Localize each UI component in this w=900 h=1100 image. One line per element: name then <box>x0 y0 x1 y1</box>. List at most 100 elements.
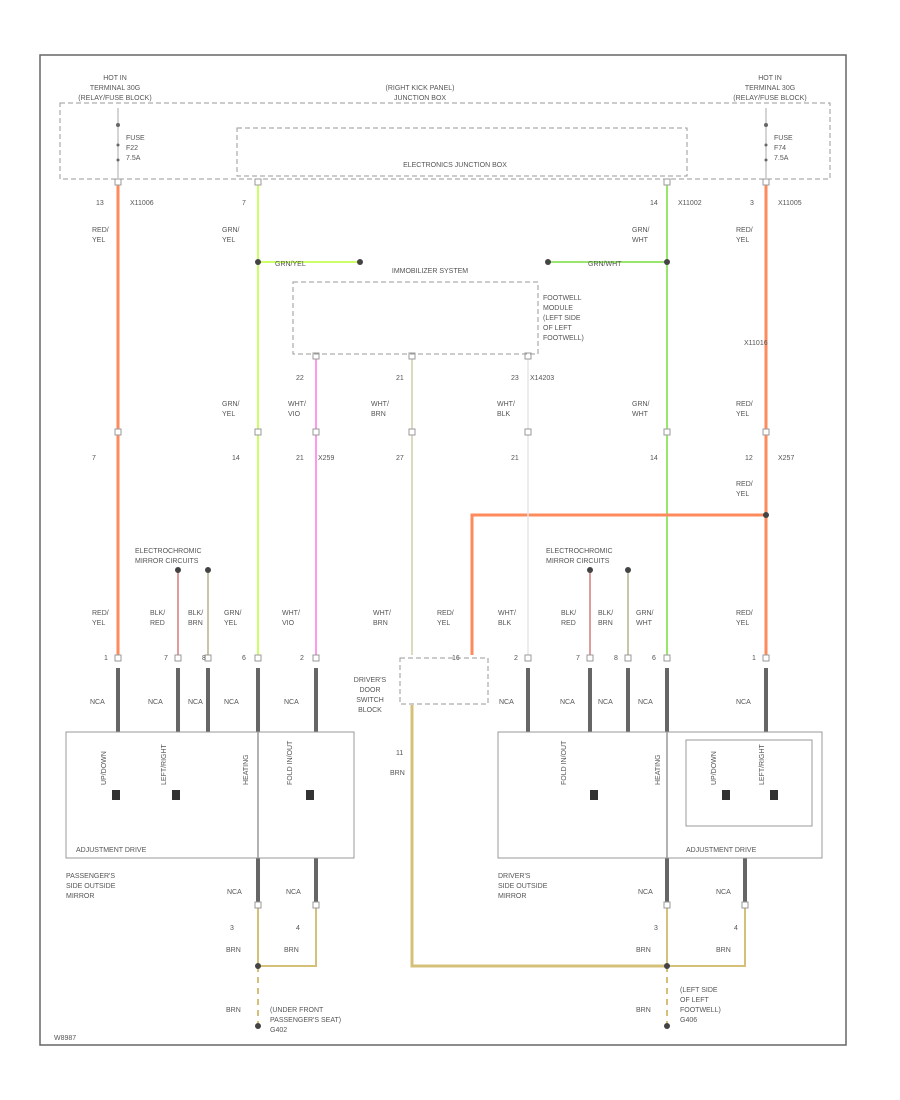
svg-text:3: 3 <box>654 925 658 932</box>
connector-marker <box>254 901 262 909</box>
diagram-frame <box>39 54 847 1046</box>
immobilizer-title: IMMOBILIZER SYSTEM <box>392 268 468 275</box>
svg-text:NCA: NCA <box>90 699 105 706</box>
svg-text:DRIVER'S: DRIVER'S <box>498 873 531 880</box>
svg-text:FOOTWELL): FOOTWELL) <box>543 335 584 342</box>
svg-text:(UNDER FRONT: (UNDER FRONT <box>270 1007 324 1014</box>
svg-text:(LEFT SIDE: (LEFT SIDE <box>543 315 581 322</box>
svg-text:GRN/: GRN/ <box>632 227 650 234</box>
svg-text:2: 2 <box>300 655 304 662</box>
svg-text:F74: F74 <box>774 145 786 152</box>
svg-text:ELECTROCHROMIC: ELECTROCHROMIC <box>546 548 613 555</box>
immo-conn: X14203 <box>530 375 554 382</box>
connector-marker <box>663 901 671 909</box>
ground-pins: 3 4 3 4 BRN BRN BRN BRN BRN BRN <box>226 925 738 1014</box>
svg-text:WHT/: WHT/ <box>288 401 306 408</box>
splice-dot <box>205 567 211 573</box>
connector-marker <box>624 654 632 662</box>
svg-text:YEL: YEL <box>437 620 450 627</box>
svg-text:WHT: WHT <box>632 237 649 244</box>
svg-text:BRN: BRN <box>373 620 388 627</box>
junction-box-label: (RIGHT KICK PANEL) JUNCTION BOX <box>386 85 455 102</box>
svg-text:FOOTWELL): FOOTWELL) <box>680 1007 721 1014</box>
svg-text:BLK/: BLK/ <box>150 610 165 617</box>
svg-text:7: 7 <box>92 455 96 462</box>
svg-text:DRIVER'S: DRIVER'S <box>354 677 387 684</box>
svg-text:GRN/: GRN/ <box>222 227 240 234</box>
svg-text:NCA: NCA <box>284 699 299 706</box>
footer-code: W8987 <box>54 1035 76 1042</box>
splice-dot <box>255 963 261 969</box>
svg-text:(RELAY/FUSE BLOCK): (RELAY/FUSE BLOCK) <box>78 95 151 102</box>
connector-marker <box>762 654 770 662</box>
svg-text:X259: X259 <box>318 455 334 462</box>
svg-text:GRN/: GRN/ <box>632 401 650 408</box>
driver-mirror-label: DRIVER'S SIDE OUTSIDE MIRROR <box>498 873 548 900</box>
pin-7: 7 <box>242 200 246 207</box>
left-motor-labels: UP/DOWN LEFT/RIGHT HEATING FOLD IN/OUT <box>101 740 294 785</box>
mid-wire-labels: GRN/YEL WHT/VIO WHT/BRN WHT/BLK GRN/WHT … <box>222 340 768 418</box>
svg-text:BRN: BRN <box>284 947 299 954</box>
immo-pin-23: 23 <box>511 375 519 382</box>
connector-marker <box>762 428 770 436</box>
svg-text:MODULE: MODULE <box>543 305 573 312</box>
left-fuse: FUSE F22 7.5A <box>116 108 145 178</box>
svg-text:21: 21 <box>511 455 519 462</box>
splice-label-left: GRN/YEL <box>275 261 306 268</box>
svg-text:YEL: YEL <box>736 411 749 418</box>
immo-pin-22: 22 <box>296 375 304 382</box>
svg-text:UP/DOWN: UP/DOWN <box>711 751 718 785</box>
connector-marker <box>174 654 182 662</box>
svg-text:FUSE: FUSE <box>126 135 145 142</box>
wire-brn-right-4 <box>667 905 746 967</box>
svg-text:BLK/: BLK/ <box>598 610 613 617</box>
footwell-module <box>292 281 539 355</box>
connector-marker <box>762 178 770 186</box>
svg-text:RED/: RED/ <box>736 401 753 408</box>
pin-11: 11 <box>396 750 403 757</box>
svg-text:HOT IN: HOT IN <box>103 75 127 82</box>
svg-text:X257: X257 <box>778 455 794 462</box>
svg-text:LEFT/RIGHT: LEFT/RIGHT <box>759 743 766 785</box>
svg-text:NCA: NCA <box>638 889 653 896</box>
passenger-mirror-adjustment-drive <box>65 731 355 859</box>
ground-point-g406 <box>664 1023 670 1029</box>
svg-text:PASSENGER'S: PASSENGER'S <box>66 873 115 880</box>
svg-text:OF LEFT: OF LEFT <box>680 997 710 1004</box>
svg-text:MIRROR CIRCUITS: MIRROR CIRCUITS <box>135 558 199 565</box>
pin-3: 3 <box>750 200 754 207</box>
splice-dot <box>763 512 769 518</box>
splice-dot <box>175 567 181 573</box>
svg-text:7: 7 <box>164 655 168 662</box>
splice-dot <box>625 567 631 573</box>
svg-text:(RELAY/FUSE BLOCK): (RELAY/FUSE BLOCK) <box>733 95 806 102</box>
right-fuse: FUSE F74 7.5A <box>764 108 793 178</box>
svg-text:BRN: BRN <box>636 947 651 954</box>
svg-text:G406: G406 <box>680 1017 697 1024</box>
svg-text:FOOTWELL: FOOTWELL <box>543 295 582 302</box>
svg-text:4: 4 <box>734 925 738 932</box>
svg-text:(LEFT SIDE: (LEFT SIDE <box>680 987 718 994</box>
connector-marker <box>312 654 320 662</box>
svg-text:MIRROR CIRCUITS: MIRROR CIRCUITS <box>546 558 610 565</box>
svg-text:WHT: WHT <box>636 620 653 627</box>
svg-text:NCA: NCA <box>716 889 731 896</box>
svg-text:1: 1 <box>752 655 756 662</box>
motor-symbols <box>112 790 778 800</box>
conn-x11006: X11006 <box>130 200 154 207</box>
splice-dot <box>545 259 551 265</box>
svg-text:21: 21 <box>296 455 304 462</box>
svg-text:BRN: BRN <box>226 947 241 954</box>
svg-text:FOLD IN/OUT: FOLD IN/OUT <box>561 740 568 785</box>
footwell-module-label: FOOTWELL MODULE (LEFT SIDE OF LEFT FOOTW… <box>543 295 584 342</box>
svg-text:F22: F22 <box>126 145 138 152</box>
wire-label-red-yel-right-tap: RED/YEL <box>736 481 753 498</box>
conn-x11002: X11002 <box>678 200 702 207</box>
svg-text:BLOCK: BLOCK <box>358 707 382 714</box>
svg-text:X11016: X11016 <box>744 340 768 347</box>
electrochromic-left-label: ELECTROCHROMIC MIRROR CIRCUITS <box>135 548 202 565</box>
wire-brn-left-4 <box>258 905 317 967</box>
svg-text:RED/: RED/ <box>736 610 753 617</box>
svg-text:DOOR: DOOR <box>360 687 381 694</box>
